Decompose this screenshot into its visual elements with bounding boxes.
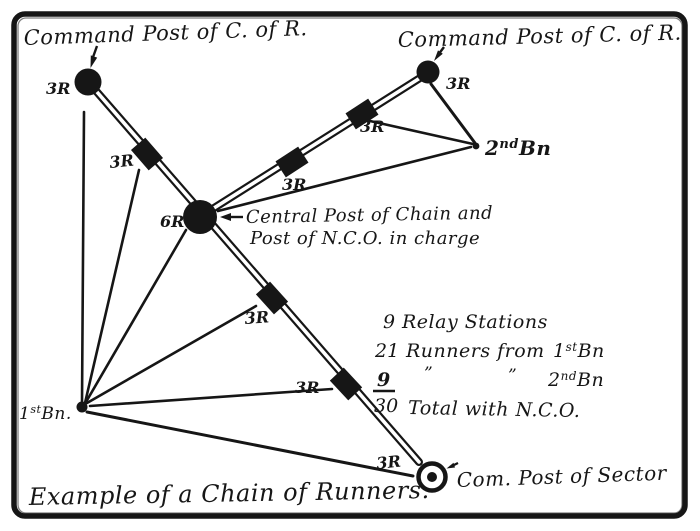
stats-line3-ditto1: ”	[424, 364, 433, 384]
first-bn-unit: Bn.	[40, 404, 71, 424]
frame-border-inner	[17, 17, 683, 514]
relay-diamond-b2	[329, 367, 363, 401]
labels: Command Post of C. of R. Command Post of…	[19, 16, 682, 511]
runner-count-relay-a1: 3R	[108, 151, 134, 172]
runner-count-relay-b2: 3R	[295, 378, 319, 397]
stats-line4-text: Total with N.C.O.	[408, 397, 581, 422]
runner-count-post-right: 3R	[446, 74, 470, 93]
stats-line2-phrase: Runners from	[405, 340, 545, 362]
sector-post-node-dot	[427, 472, 437, 482]
command-post-right-node	[416, 60, 440, 84]
runner-count-post-left: 3R	[46, 79, 70, 98]
runner-count-relay-b1: 3R	[244, 307, 270, 328]
stats-line2-bn-num: 1	[553, 340, 566, 362]
line-2ndbn-to-right-post	[429, 82, 477, 145]
stats-line2-num: 21	[374, 340, 399, 362]
annotation-arrows	[90, 45, 459, 469]
stats-line3-num: 9	[377, 369, 390, 391]
line-2ndbn-to-central-post	[216, 145, 473, 213]
post-nodes	[74, 60, 480, 493]
second-bn-label: 2ndBn	[484, 136, 551, 160]
stats-line3-bn: 2ndBn	[547, 369, 604, 391]
arrow-head-left-title-icon	[90, 55, 98, 68]
stats-line3-bn-unit: Bn	[576, 369, 604, 391]
arrow-head-right-title-icon	[434, 50, 443, 61]
stats-line1-text: Relay Stations	[401, 311, 548, 333]
second-bn-unit: Bn	[518, 136, 551, 160]
line-1stbn-to-left-post	[80, 110, 86, 405]
frame-border-rect	[11, 11, 688, 519]
relay-diamond-c2	[345, 98, 379, 130]
frame-border	[11, 11, 688, 519]
runner-count-sector: 3R	[375, 452, 401, 473]
second-bn-sup: nd	[499, 137, 519, 152]
stats-line2-bn-sup: st	[566, 340, 578, 354]
line-1stbn-to-central-post	[84, 228, 188, 404]
command-post-left-title: Command Post of C. of R.	[23, 16, 308, 50]
runner-count-relay-c1: 3R	[282, 175, 306, 194]
caption: Example of a Chain of Runners.	[28, 476, 430, 511]
chain-central-to-right-core	[212, 76, 422, 210]
stats-line3-bn-num: 2	[547, 369, 561, 391]
command-post-right-title: Command Post of C. of R.	[398, 21, 682, 52]
runner-count-central: 6R	[160, 212, 184, 231]
stats-line1-num: 9	[383, 311, 395, 333]
relay-diamond-b1	[255, 281, 289, 315]
runner-count-relay-c2: 3R	[360, 117, 384, 136]
command-post-left-node	[74, 68, 102, 96]
line-1stbn-to-relay-a1	[83, 168, 141, 405]
line-2ndbn-to-relay-c2	[368, 119, 475, 146]
line-1stbn-to-sector-post	[85, 410, 415, 478]
arrow-head-central-label-icon	[220, 213, 231, 221]
central-post-label-line2: Post of N.C.O. in charge	[249, 228, 480, 249]
sector-post-label: Com. Post of Sector	[456, 461, 668, 492]
stats-line3-bn-sup: nd	[561, 369, 577, 383]
first-bn-label: 1stBn.	[19, 403, 72, 424]
relay-station-nodes	[130, 98, 379, 401]
arrow-head-sector-label-icon	[446, 462, 455, 469]
relay-diamond-c1	[275, 146, 309, 178]
stats-line3-ditto2: ”	[508, 366, 517, 386]
first-bn-node	[76, 401, 88, 413]
stats-line2-text: Runners from 1stBn	[405, 340, 605, 362]
line-1stbn-to-relay-b2	[88, 387, 334, 408]
central-post-label-line1: Central Post of Chain and	[246, 203, 494, 228]
second-bn-num: 2	[484, 136, 499, 160]
line-1stbn-to-relay-b1	[85, 304, 258, 405]
relay-diamond-a1	[130, 137, 164, 171]
central-post-node	[183, 200, 217, 234]
connection-lines	[80, 82, 477, 478]
first-bn-sup: st	[30, 403, 41, 416]
stats-line2-bn-unit: Bn	[577, 340, 605, 362]
first-bn-num: 1	[19, 404, 30, 424]
second-bn-node	[472, 142, 480, 150]
stats-line4-num: 30	[374, 395, 398, 417]
